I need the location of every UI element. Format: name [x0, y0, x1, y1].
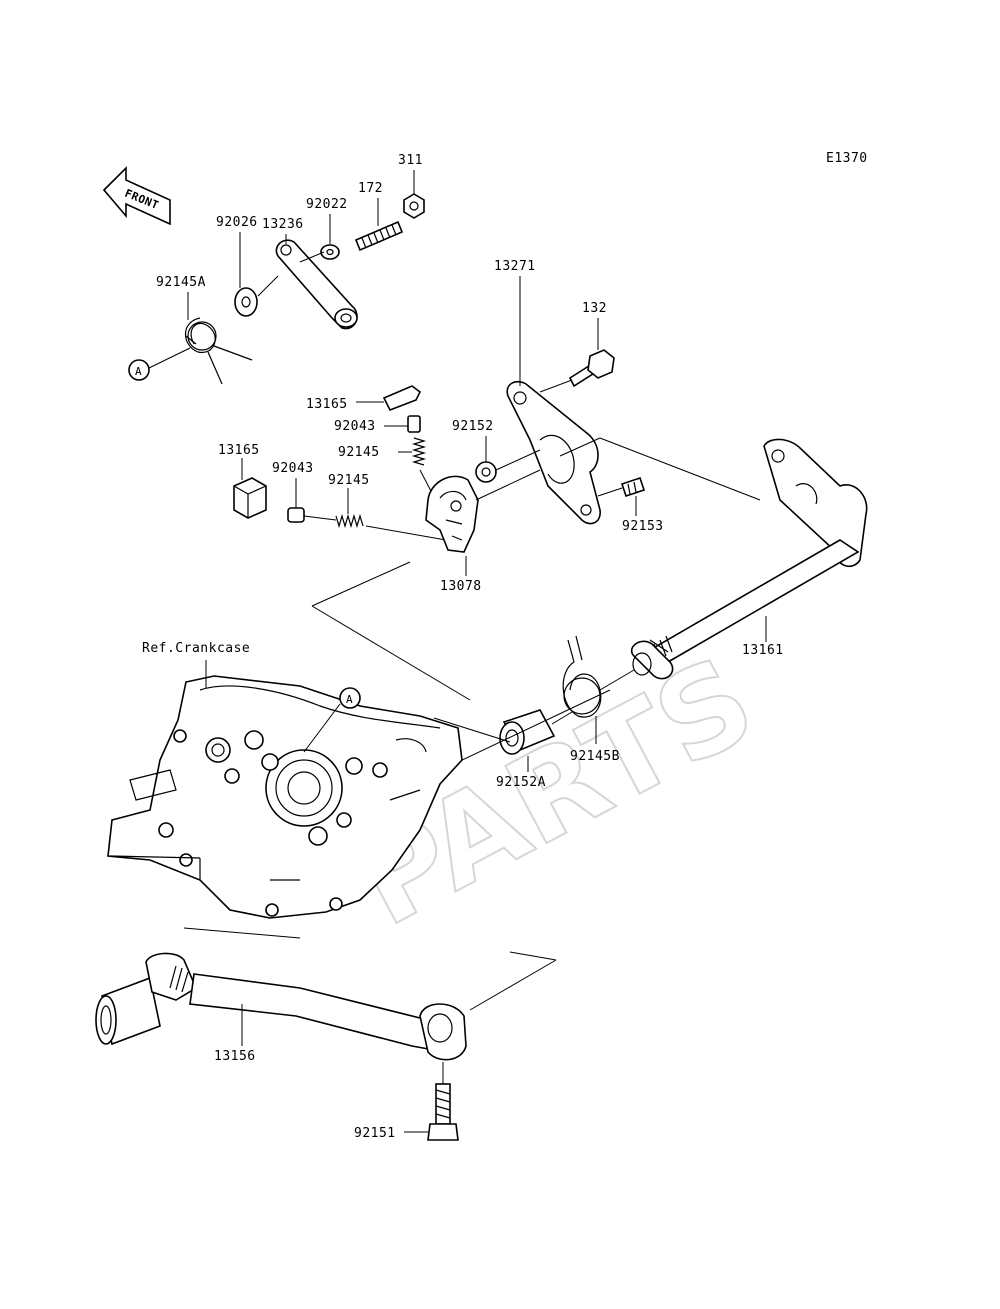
ref-crankcase-label: Ref.Crankcase [142, 641, 250, 656]
svg-text:A: A [346, 693, 353, 706]
spring-92145-left [335, 513, 364, 529]
spring-92145B [562, 635, 602, 718]
spring-92145A [184, 317, 253, 385]
part-label-p132: 132 [582, 301, 607, 316]
shaft-13161 [630, 438, 868, 680]
part-label-p13078: 13078 [440, 579, 482, 594]
part-label-p92151: 92151 [354, 1126, 396, 1141]
marker-a-crankcase: A [303, 687, 361, 753]
bushing-92152A [499, 709, 556, 755]
part-label-p92026: 92026 [216, 215, 258, 230]
diagram-code: E1370 [826, 151, 868, 166]
part-label-p92043b: 92043 [272, 461, 314, 476]
washer-92152 [475, 461, 497, 483]
lever-13236 [275, 239, 358, 330]
shift-pedal-13156 [95, 952, 467, 1061]
part-label-p13156: 13156 [214, 1049, 256, 1064]
washer-92026 [234, 287, 258, 317]
washer-92022 [320, 244, 340, 260]
part-label-p92043a: 92043 [334, 419, 376, 434]
pin-13165-top [382, 385, 422, 412]
bolt-132 [568, 349, 615, 388]
block-13165-left [233, 477, 267, 519]
shift-arm-13078 [425, 475, 479, 553]
part-label-p92145B: 92145B [570, 749, 620, 764]
part-label-p13236: 13236 [262, 217, 304, 232]
part-label-p92153: 92153 [622, 519, 664, 534]
pin-92043-top [407, 415, 421, 433]
part-label-p13165a: 13165 [306, 397, 348, 412]
part-label-p92145b: 92145 [328, 473, 370, 488]
part-label-p92152: 92152 [452, 419, 494, 434]
part-label-p172: 172 [358, 181, 383, 196]
svg-text:A: A [135, 365, 142, 378]
crankcase-outline [107, 675, 463, 919]
part-label-p92145A: 92145A [156, 275, 206, 290]
bolt-92153 [620, 476, 646, 498]
nut-311 [403, 193, 425, 219]
spring-92145-top [411, 437, 427, 466]
part-label-p92022: 92022 [306, 197, 348, 212]
part-label-p92152A: 92152A [496, 775, 546, 790]
part-label-p13271: 13271 [494, 259, 536, 274]
marker-a-top: A [128, 347, 191, 381]
plate-13271 [506, 380, 601, 525]
bolt-92151 [427, 1083, 459, 1141]
part-label-p92145a: 92145 [338, 445, 380, 460]
front-arrow-icon: FRONT [102, 166, 171, 226]
part-label-p13165b: 13165 [218, 443, 260, 458]
part-label-p13161: 13161 [742, 643, 784, 658]
part-label-p311: 311 [398, 153, 423, 168]
stud-172 [354, 220, 404, 252]
pin-92043-left [287, 507, 305, 523]
